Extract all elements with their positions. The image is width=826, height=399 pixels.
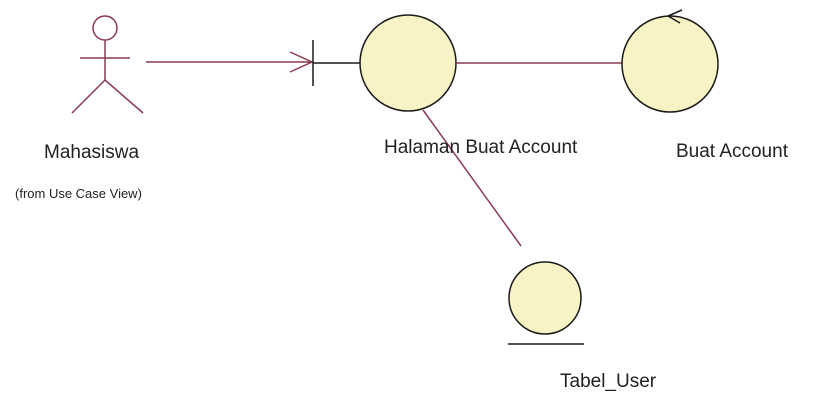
control-name-label: Buat Account <box>676 141 788 162</box>
control-arrow-icon <box>666 9 683 24</box>
control-circle <box>621 15 719 113</box>
actor-source-label: (from Use Case View) <box>15 186 142 201</box>
boundary-circle <box>359 14 457 112</box>
actor-left-leg <box>71 79 106 114</box>
actor-right-leg <box>104 79 144 114</box>
link-actor-boundary[interactable] <box>146 51 314 73</box>
actor-name-label: Mahasiswa <box>44 142 140 163</box>
boundary-name-label: Halaman Buat Account <box>384 137 578 158</box>
boundary-icon[interactable] <box>312 14 457 112</box>
control-icon[interactable] <box>621 9 719 113</box>
actor-head <box>92 15 118 41</box>
entity-icon[interactable] <box>508 261 584 345</box>
entity-circle <box>508 261 582 335</box>
entity-name-label: Tabel_User <box>560 371 657 392</box>
link-boundary-entity[interactable] <box>422 109 522 247</box>
arrowhead-icon <box>289 51 314 73</box>
actor-stick-figure-icon[interactable] <box>71 15 144 114</box>
